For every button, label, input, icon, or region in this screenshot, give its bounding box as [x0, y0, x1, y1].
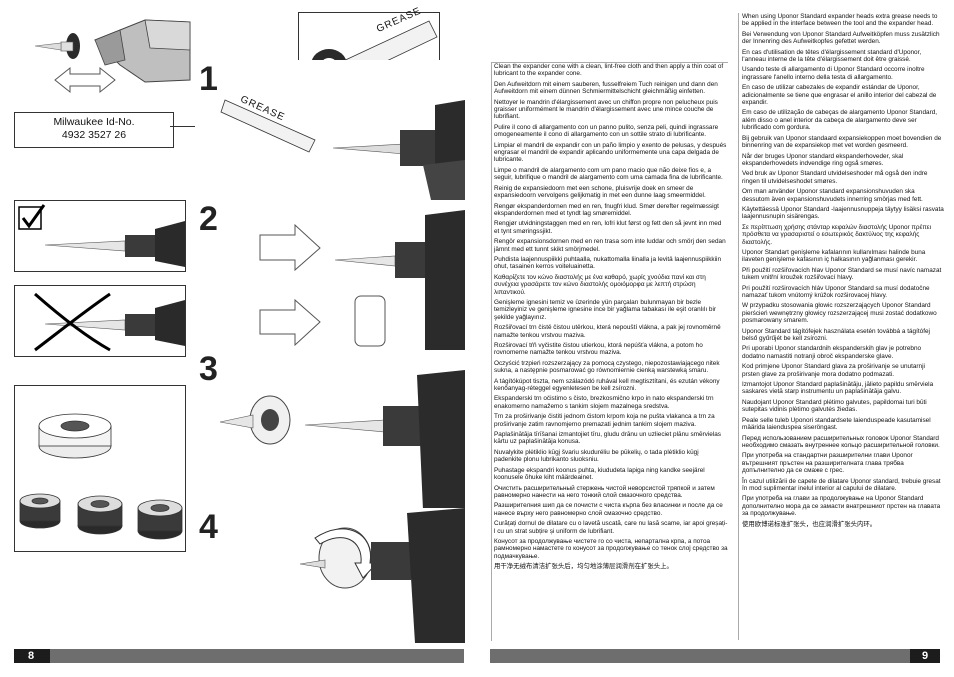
text-et: Peale selle tuleb Uponori standardsete l…	[742, 416, 931, 432]
text-tr: Genişleme ignesini temiz ve üzerinde yün…	[494, 298, 717, 321]
step-4-number: 4	[199, 508, 218, 546]
text-zh: 使用欧博诺标准扩张头，也应润滑扩张头内环。	[742, 520, 877, 528]
text-fi: Käytettäessä Uponor Standard -laajennusn…	[742, 205, 944, 221]
milwaukee-id-number: 4932 3527 26	[61, 129, 127, 141]
text-pl: Oczyścić trzpień rozszerzający za pomocą…	[494, 359, 720, 375]
step-1-number: 1	[199, 60, 218, 98]
text-el: Σε περίπτωση χρήσης στάνταρ κεφαλών διασ…	[742, 223, 932, 246]
text-it: Usando teste di allargamento di Uponor S…	[742, 66, 925, 81]
text-hr: Trn za proširivanje čistiti jednom čisto…	[494, 413, 715, 428]
text-lt: Naudojant Uponor Standard plėtimo galvut…	[742, 398, 927, 414]
milwaukee-id-title: Milwaukee Id-No.	[53, 116, 135, 128]
text-sl: Pri uporabi Uponor standardnih ekspander…	[742, 345, 922, 360]
text-es: En caso de utilizar cabezales de expandi…	[742, 84, 937, 107]
text-no: Rengjør utvidningstaggen med en ren, lof…	[494, 220, 722, 235]
expander-heads-panel	[14, 385, 186, 552]
text-pl: W przypadku stosowania głowic rozszerzaj…	[742, 302, 937, 325]
text-bg: При употреба на стандартни разширителни …	[742, 452, 913, 475]
text-ru: Очистить расширительный стержень чистой …	[494, 484, 715, 499]
text-fr: Nettoyer le mandrin d'élargissement avec…	[494, 98, 718, 121]
text-nl: Reinig de expansiedoorn met een schone, …	[494, 184, 706, 200]
footer-band-right	[490, 649, 910, 663]
incorrect-cone-panel	[14, 285, 186, 357]
text-lv: Paplašinātāja tīrīšanai izmantojiet tīru…	[494, 431, 721, 446]
grease-instructions-column: When using Uponor Standard expander head…	[738, 13, 944, 640]
text-hu: A tágítókúpot tiszta, nem szálazódó ruhá…	[494, 377, 720, 393]
text-fi: Puhdista laajennuspiikki puhtaalla, nuka…	[494, 255, 722, 271]
page-number-right: 9	[910, 649, 940, 663]
text-ro: În cazul utilizării de capete de dilatar…	[742, 477, 941, 492]
text-pt: Em caso de utilização de cabeças de alar…	[742, 109, 938, 132]
text-de: Den Aufweitdorn mit einem sauberen, fuss…	[494, 80, 718, 96]
footer-band-left	[50, 649, 464, 663]
text-da: Rengør ekspanderdornen med en ren, fnugf…	[494, 202, 719, 217]
text-lv: Izmantojot Uponor Standard paplašinātāju…	[742, 381, 934, 396]
text-el: Καθαρίζετε τον κώνο διαστολής με ένα καθ…	[494, 273, 706, 296]
text-sk: Pri použití rozširovacích hláv Uponor St…	[742, 284, 930, 299]
text-lt: Nuvalykite plėtiklio kūgį švariu skuduré…	[494, 448, 699, 464]
text-es: Limpiar el mandril de expandir con un pa…	[494, 141, 727, 164]
text-de: Bei Verwendung von Uponor Standard Aufwe…	[742, 30, 940, 46]
step-3-number: 3	[199, 350, 218, 388]
step-2-panel: 2	[195, 200, 465, 350]
correct-cone-panel	[14, 200, 186, 272]
text-hu: Uponor Standard tágítófejek használata e…	[742, 327, 930, 343]
text-tr: Uponor Standart genişleme kafalarının ku…	[742, 248, 926, 264]
text-nl: Bij gebruik van Uponor standaard expansi…	[742, 134, 942, 150]
step-4-panel: 4	[195, 508, 465, 643]
text-ro: Curățați dornul de dilatare cu o lavetă …	[494, 520, 728, 535]
milwaukee-id-label: Milwaukee Id-No. 4932 3527 26	[14, 112, 174, 148]
text-hr: Kod primjene Uponor Standard glava za pr…	[742, 363, 925, 378]
text-sk: Rozširovací tŕň vyčistite čistou utierko…	[494, 342, 703, 357]
text-sl: Ekspanderski trn očistimo s čisto, brezk…	[494, 395, 714, 410]
text-mk: При употреба на глави за продолжување на…	[742, 495, 941, 518]
text-ru: Перед использованием расширительных голо…	[742, 434, 940, 449]
text-cs: Při použití rozšiřovacích hlav Uponor St…	[742, 266, 942, 282]
text-bg: Разширителния шип да се почисти с чиста …	[494, 502, 723, 517]
text-et: Puhastage ekspandri koonus puhta, kiudud…	[494, 466, 705, 482]
text-no: Ved bruk av Uponor Standard utvidelsesho…	[742, 170, 928, 185]
text-en: When using Uponor Standard expander head…	[742, 13, 938, 28]
text-sv: Om man använder Uponor standard expansio…	[742, 188, 923, 203]
text-zh: 用干净无绒布清洁扩张头后，均匀地涂薄层润滑剂在扩张头上。	[494, 563, 673, 571]
cleaning-instructions-column: Clean the expander cone with a clean, li…	[491, 62, 728, 641]
text-da: Når der bruges Uponor standard ekspander…	[742, 152, 904, 167]
text-fr: En cas d'utilisation de têtes d'élargiss…	[742, 48, 922, 64]
step-2-number: 2	[199, 200, 218, 238]
text-it: Pulire il cono di allargamento con un pa…	[494, 123, 719, 139]
tool-head-illustration	[25, 10, 195, 105]
step-1-panel: 1 GREASE	[195, 60, 465, 200]
text-mk: Конусот за продолжување чистете го со чи…	[494, 537, 728, 560]
step-3-panel: 3	[195, 350, 465, 510]
text-cs: Rozšiřovací trn čistě čistou utěrkou, kt…	[494, 324, 721, 339]
text-pt: Limpe o mandril de alargamento com um pa…	[494, 166, 723, 182]
text-en: Clean the expander cone with a clean, li…	[494, 63, 724, 78]
text-sv: Rengör expansionsdornen med en ren trasa…	[494, 238, 726, 253]
